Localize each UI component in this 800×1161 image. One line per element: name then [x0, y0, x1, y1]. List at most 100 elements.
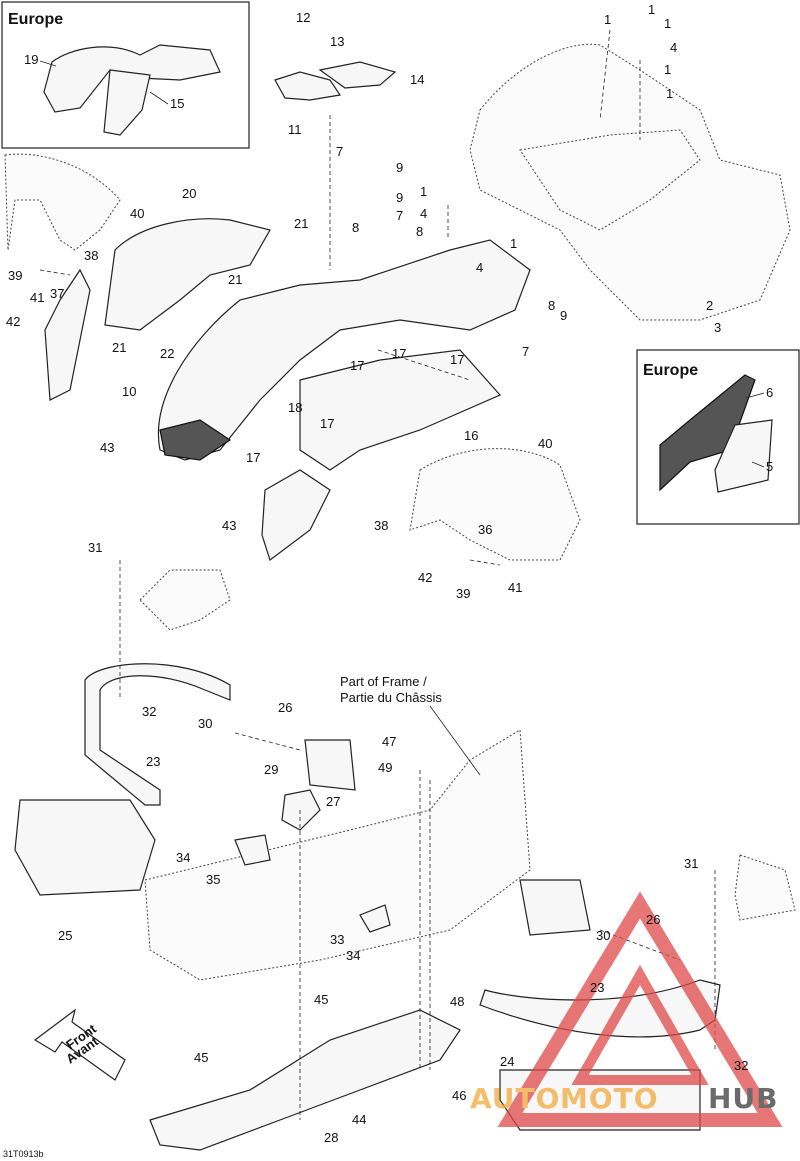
- callout-8c: 8: [548, 298, 555, 313]
- watermark-auto: AUTO: [470, 1082, 560, 1115]
- callout-37: 37: [50, 286, 64, 301]
- europe-fender-panel-19: [43, 44, 221, 113]
- callout-1c: 1: [664, 16, 671, 31]
- callout-18: 18: [288, 400, 302, 415]
- callout-1g: 1: [510, 236, 517, 251]
- callout-9c: 9: [560, 308, 567, 323]
- callout-17c: 17: [450, 352, 464, 367]
- callout-8a: 8: [352, 220, 359, 235]
- skid-net-25: [14, 799, 156, 896]
- callout-43b: 43: [222, 518, 236, 533]
- callout-11: 11: [288, 122, 302, 137]
- callout-32b: 32: [734, 1058, 748, 1073]
- europe-inset-right: Europe 6 5: [636, 349, 800, 525]
- front-fender-group: [4, 153, 121, 401]
- lower-side-panel-16: [299, 349, 501, 471]
- callout-14: 14: [410, 72, 424, 87]
- callout-36: 36: [478, 522, 492, 537]
- callout-7a: 7: [336, 144, 343, 159]
- callout-19: 19: [24, 52, 38, 67]
- callout-4c: 4: [476, 260, 483, 275]
- callout-46: 46: [452, 1088, 466, 1103]
- center-body-panel-10: [158, 239, 531, 461]
- callout-4a: 4: [670, 40, 677, 55]
- callout-32a: 32: [142, 704, 156, 719]
- callout-4b: 4: [420, 206, 427, 221]
- europe-deflector-15: [103, 69, 151, 136]
- callout-41b: 41: [508, 580, 522, 595]
- callout-22: 22: [160, 346, 174, 361]
- callout-3: 3: [714, 320, 721, 335]
- watermark-logo: AUTO MOTO HUB: [470, 891, 783, 1127]
- callout-35: 35: [206, 872, 220, 887]
- callout-1d: 1: [664, 62, 671, 77]
- callout-44: 44: [352, 1112, 366, 1127]
- fasteners-group: [39, 29, 716, 1120]
- callout-9b: 9: [396, 190, 403, 205]
- frame-note-line1: Part of Frame /: [340, 674, 427, 689]
- front-cover-11: [274, 71, 342, 101]
- callout-45b: 45: [194, 1050, 208, 1065]
- callout-30a: 30: [198, 716, 212, 731]
- callout-47: 47: [382, 734, 396, 749]
- callout-17b: 17: [350, 358, 364, 373]
- callouts: 1 1 1 4 1 1 1 4 1 4 2 3 7 9 9 7 8 8 12 1…: [6, 2, 748, 1145]
- europe-inset-top: Europe 19 15: [1, 1, 250, 149]
- left-side-panel-20: [104, 218, 271, 331]
- callout-1f: 1: [420, 184, 427, 199]
- callout-30b: 30: [596, 928, 610, 943]
- callout-40a: 40: [130, 206, 144, 221]
- callout-10: 10: [122, 384, 136, 399]
- bracket-35: [234, 834, 271, 866]
- callout-21a: 21: [294, 216, 308, 231]
- lower-assembly-group: [14, 569, 796, 1151]
- right-fender-panel: [409, 448, 581, 561]
- callout-12: 12: [296, 10, 310, 25]
- callout-39a: 39: [8, 268, 22, 283]
- callout-7b: 7: [396, 208, 403, 223]
- frame-section: [144, 729, 531, 981]
- skid-plate-44: [149, 1009, 461, 1151]
- watermark-moto: MOTO: [560, 1082, 659, 1115]
- front-arrow: Front Avant: [33, 1008, 126, 1081]
- rear-fender-group: [469, 43, 791, 321]
- callout-39b: 39: [456, 586, 470, 601]
- callout-41a: 41: [30, 290, 44, 305]
- document-code: 31T0913b: [3, 1149, 44, 1159]
- front-cover-14: [318, 61, 397, 89]
- footpeg-right: [519, 879, 591, 936]
- callout-42b: 42: [418, 570, 432, 585]
- callout-38b: 38: [374, 518, 388, 533]
- callout-28: 28: [324, 1130, 338, 1145]
- front-fender-left: [4, 153, 121, 251]
- footpeg-left: [304, 739, 356, 791]
- bracket-27: [281, 789, 321, 831]
- callout-8b: 8: [416, 224, 423, 239]
- callout-13: 13: [330, 34, 344, 49]
- footrest-bracket-upper: [139, 569, 231, 631]
- europe-label-right: Europe: [643, 362, 698, 379]
- callout-31b: 31: [684, 856, 698, 871]
- europe-label-top: Europe: [8, 11, 63, 28]
- callout-9a: 9: [396, 160, 403, 175]
- watermark-hub: HUB: [708, 1082, 779, 1115]
- callout-15: 15: [170, 96, 184, 111]
- headlight-area: [159, 419, 232, 461]
- callout-23a: 23: [146, 754, 160, 769]
- callout-34a: 34: [176, 850, 190, 865]
- frame-note-line2: Partie du Châssis: [340, 690, 442, 705]
- callout-16: 16: [464, 428, 478, 443]
- front-side-panel: [44, 268, 91, 401]
- bracket-33: [359, 904, 391, 933]
- callout-48: 48: [450, 994, 464, 1009]
- callout-49: 49: [378, 760, 392, 775]
- callout-31a: 31: [88, 540, 102, 555]
- lower-front-panel: [261, 469, 331, 561]
- callout-24: 24: [500, 1054, 514, 1069]
- rear-rack-area: [519, 129, 701, 231]
- callout-40b: 40: [538, 436, 552, 451]
- callout-23b: 23: [590, 980, 604, 995]
- callout-45a: 45: [314, 992, 328, 1007]
- callout-17d: 17: [320, 416, 334, 431]
